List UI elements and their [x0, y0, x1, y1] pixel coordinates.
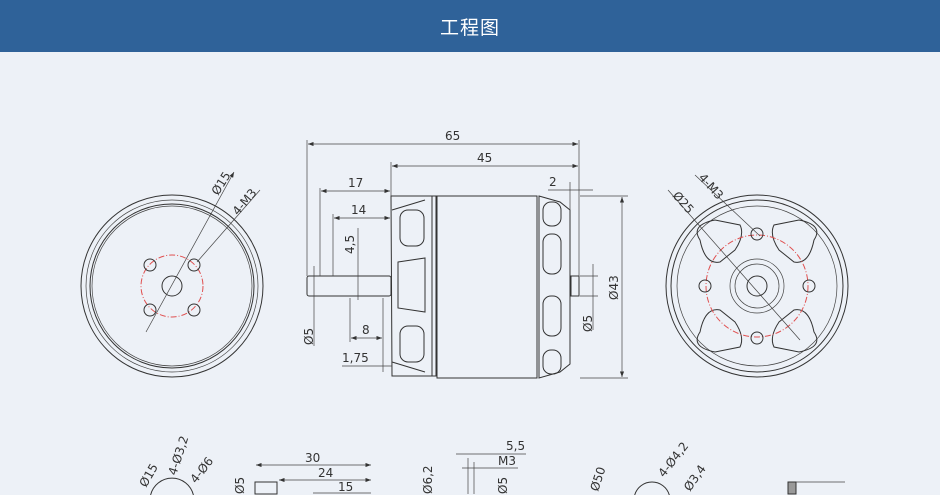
rear-holes-label: 4-M3 — [696, 171, 726, 203]
acc-label: 4-Ø3,2 — [166, 434, 192, 477]
dim-rear-shaft: 2 — [549, 175, 557, 189]
accessory-views: Ø15 4-Ø3,2 4-Ø6 30 24 15 Ø5 Ø6,2 5,5 M3 … — [136, 434, 845, 495]
acc-label: 4-Ø4,2 — [655, 439, 691, 480]
dim-shaft-mid: 14 — [351, 203, 366, 217]
dim-flat-length: 8 — [362, 323, 370, 337]
dim-flat: 4,5 — [343, 235, 357, 254]
front-view: Ø15 4-M3 — [80, 169, 264, 378]
acc-label: 15 — [338, 480, 353, 494]
dim-body: 45 — [477, 151, 492, 165]
dim-shaft-front: 17 — [348, 176, 363, 190]
pcd-centerline — [140, 254, 204, 318]
acc-label: 4-Ø6 — [187, 454, 216, 486]
front-pcd-label: Ø15 — [209, 169, 234, 197]
front-shaft — [306, 275, 392, 297]
acc-label: Ø3,4 — [681, 462, 709, 493]
acc-label: M3 — [498, 454, 516, 468]
dim-front-shaft-dia: Ø5 — [302, 328, 316, 345]
rear-pcd-label: Ø25 — [670, 189, 697, 217]
page-title: 工程图 — [439, 16, 500, 39]
acc-label: Ø15 — [136, 461, 160, 489]
motor-can — [436, 195, 538, 379]
acc-label: Ø5 — [496, 477, 510, 494]
dim-overall: 65 — [445, 129, 460, 143]
rear-view: Ø25 4-M3 — [665, 171, 849, 378]
acc-label: 30 — [305, 451, 320, 465]
side-view: 65 45 17 14 2 Ø43 Ø5 4,5 8 1,75 Ø5 — [302, 129, 628, 379]
acc-label: Ø5 — [233, 477, 247, 494]
dim-rear-shaft-dia: Ø5 — [581, 315, 595, 332]
rear-shaft — [570, 275, 580, 297]
page-header: 工程图 — [0, 0, 940, 52]
shaft-hole — [161, 275, 183, 297]
acc-label: Ø6,2 — [421, 465, 435, 494]
dim-diameter: Ø43 — [607, 275, 621, 300]
acc-label: 24 — [318, 466, 333, 480]
acc-label: 5,5 — [506, 439, 525, 453]
acc-label: Ø50 — [588, 465, 609, 493]
front-holes-label: 4-M3 — [230, 186, 260, 218]
dim-groove: 1,75 — [342, 351, 369, 365]
engineering-drawing: Ø15 4-M3 65 45 17 14 2 Ø43 — [80, 129, 849, 495]
